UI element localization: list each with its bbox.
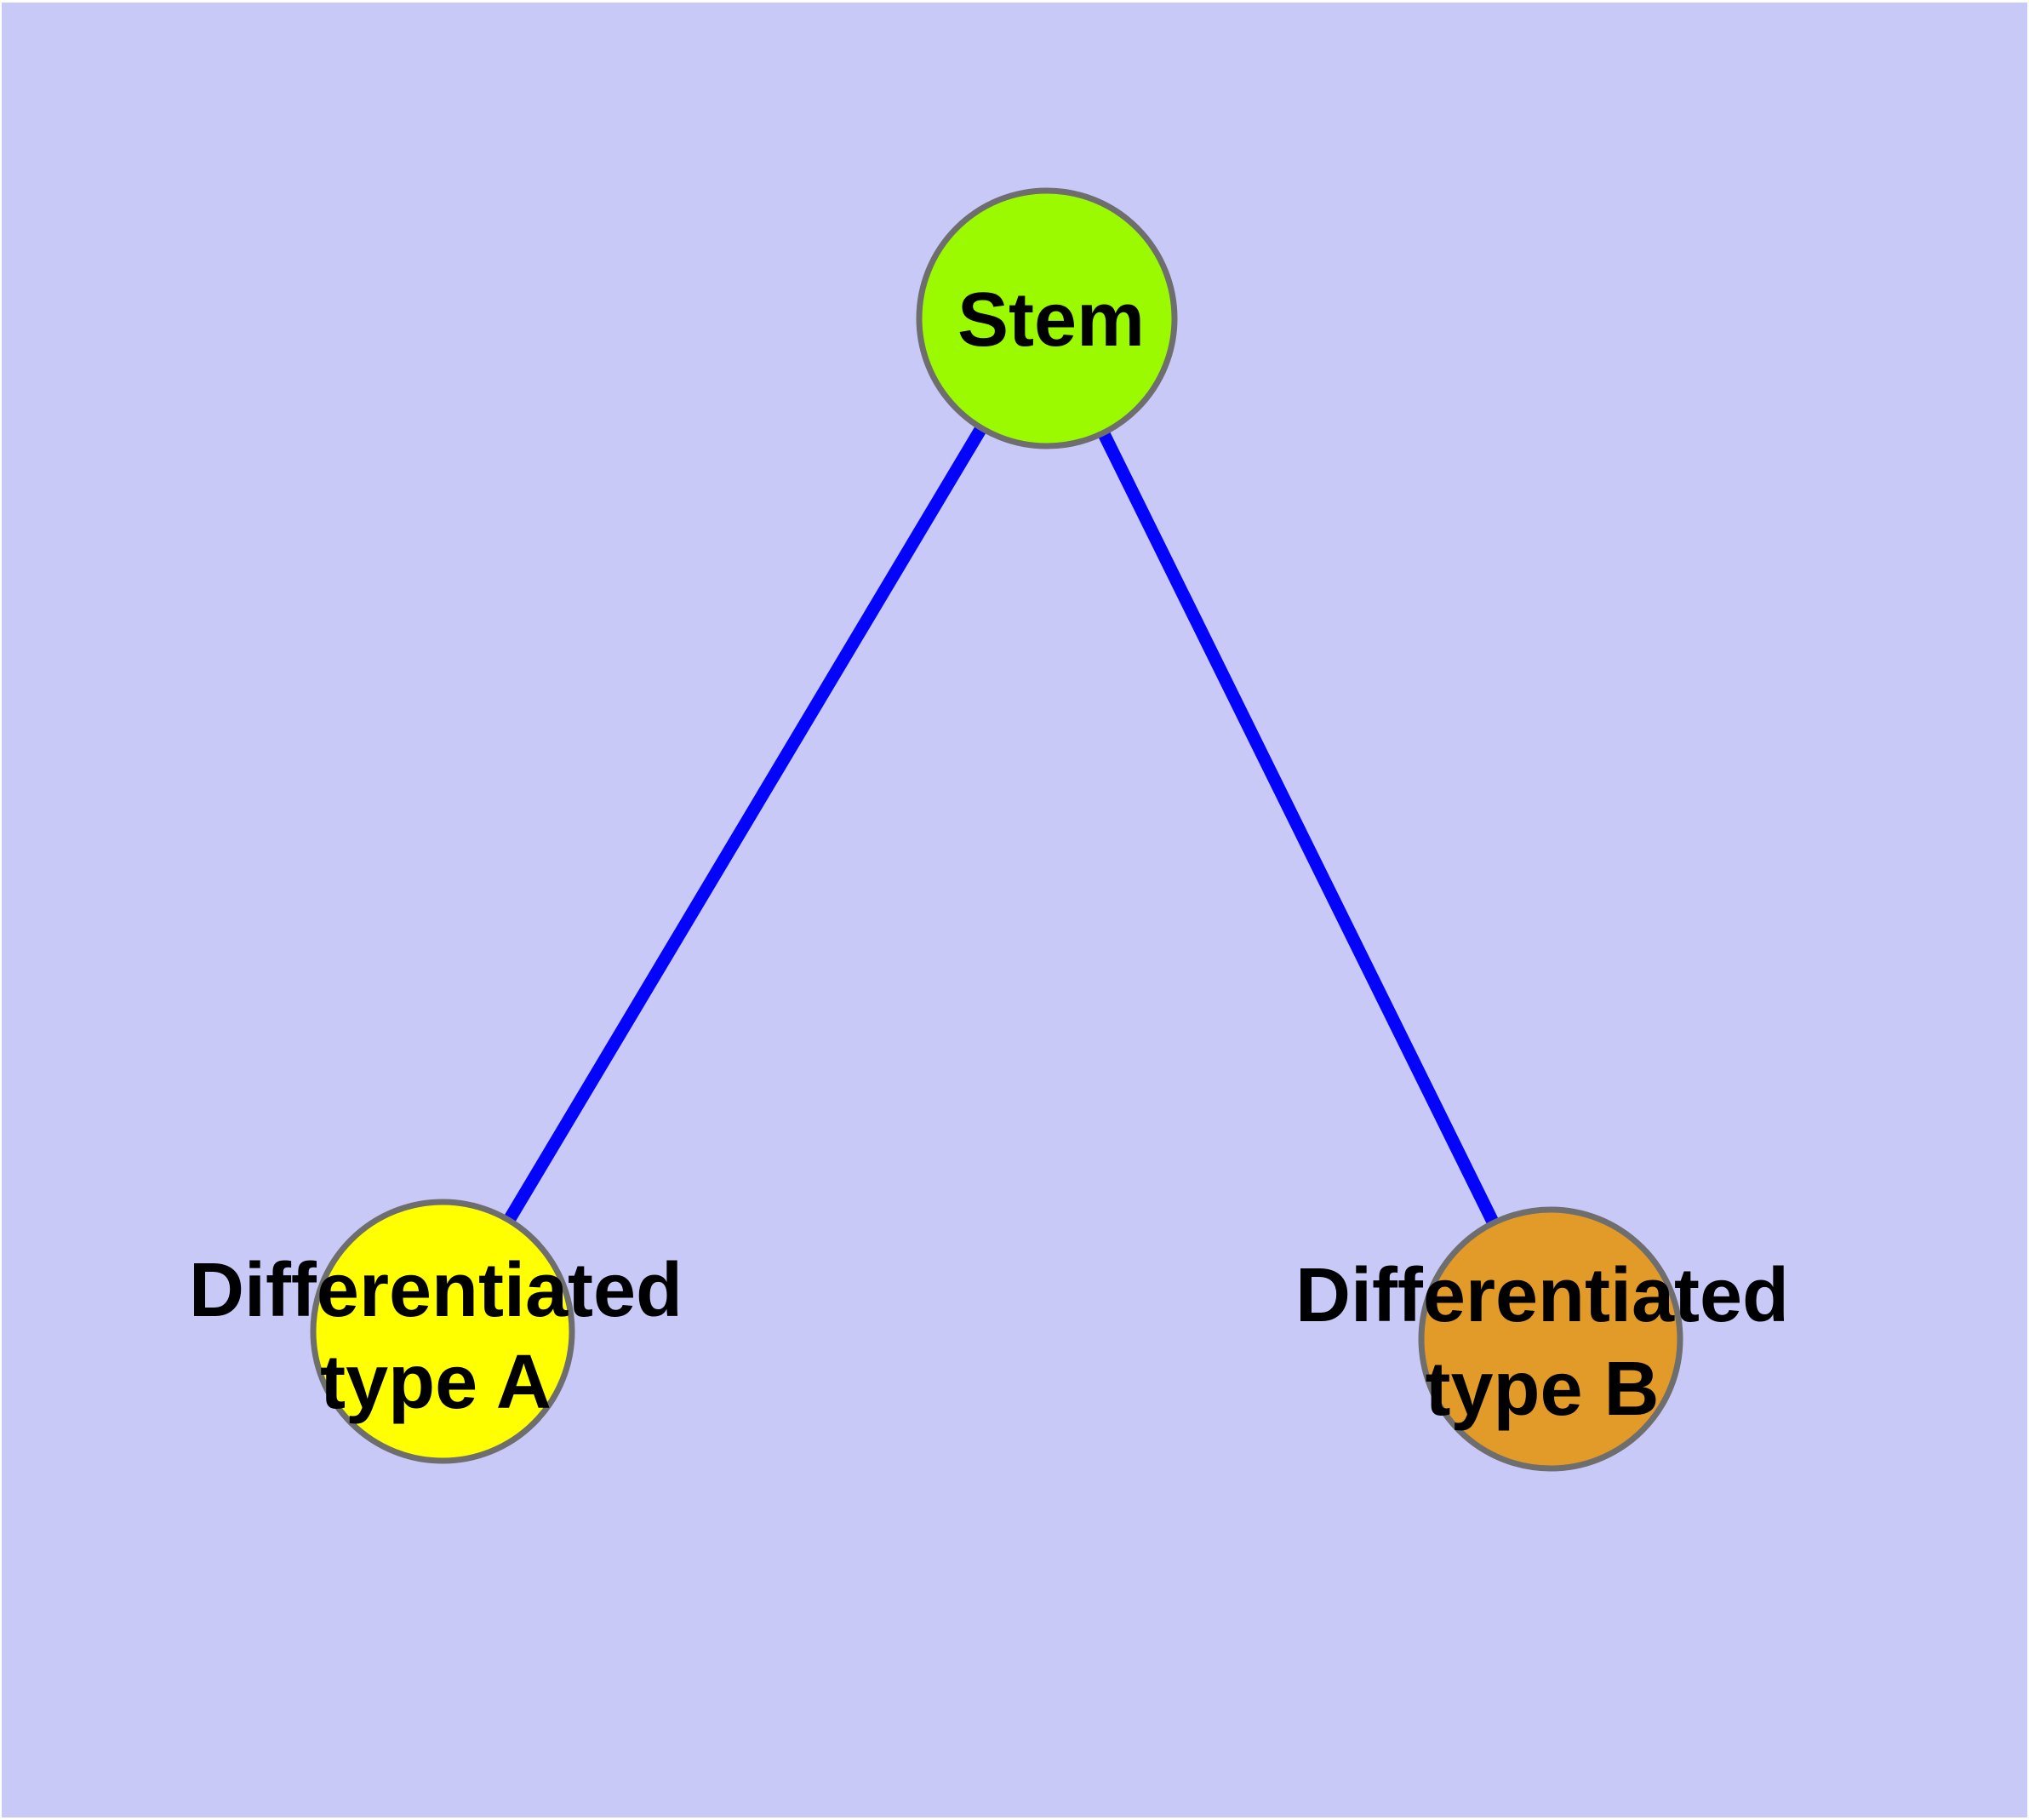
node-differentiated-type-a: Differentiated type A	[189, 1199, 683, 1464]
edge-layer	[437, 315, 1557, 1342]
node-stem: Stem	[916, 187, 1178, 449]
node-differentiated-type-a-circle	[310, 1199, 575, 1464]
edge-stem-to-type-b	[1041, 315, 1557, 1342]
edge-stem-to-type-a	[437, 315, 1053, 1335]
node-differentiated-type-b-circle	[1418, 1206, 1683, 1472]
node-differentiated-type-b: Differentiated type B	[1295, 1206, 1789, 1472]
node-differentiated-type-a-label-line1: Differentiated	[189, 1248, 683, 1333]
node-differentiated-type-b-label-line2: type B	[1425, 1347, 1659, 1432]
node-stem-label: Stem	[957, 278, 1145, 363]
node-differentiated-type-b-label-line1: Differentiated	[1295, 1253, 1789, 1338]
node-differentiated-type-a-label-line2: type A	[320, 1340, 552, 1425]
node-stem-circle	[916, 187, 1178, 449]
